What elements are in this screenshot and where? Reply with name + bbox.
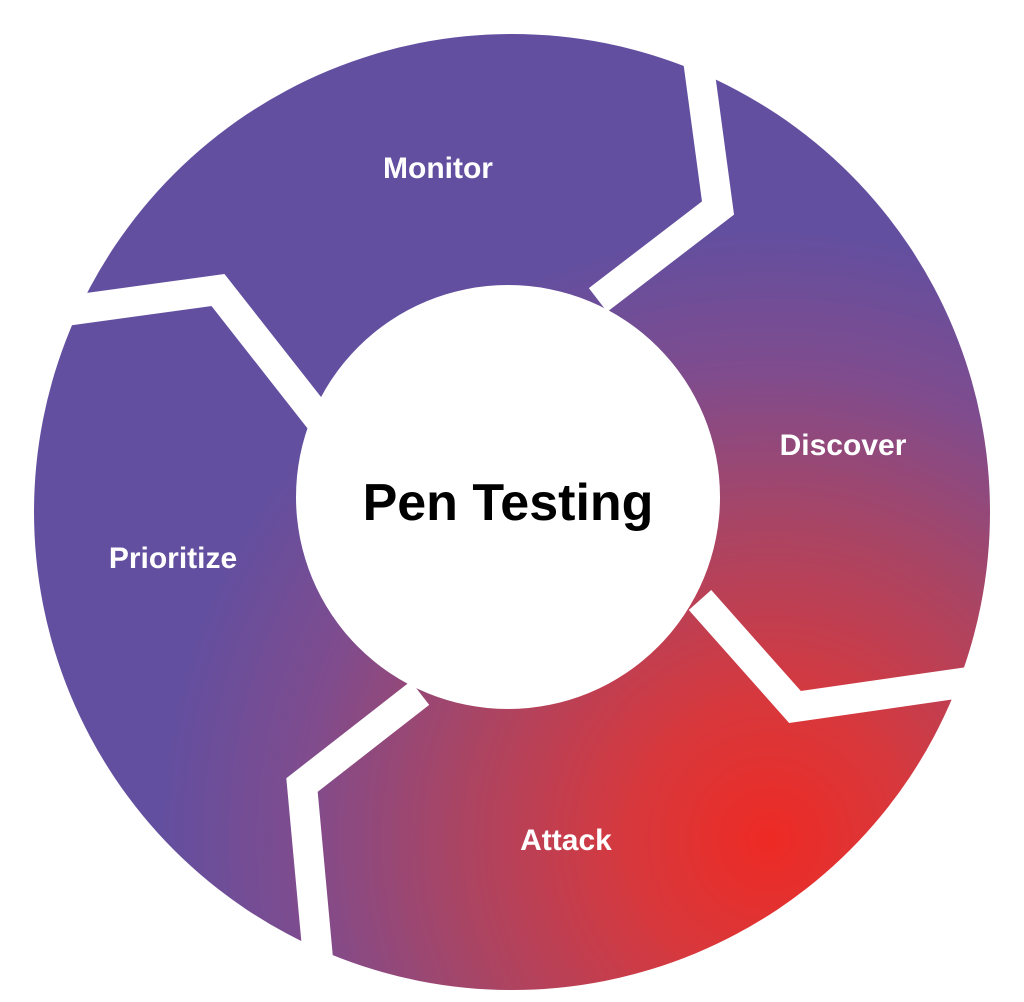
stage-label-prioritize: Prioritize (109, 542, 237, 575)
stage-label-monitor: Monitor (383, 152, 493, 185)
separator-prioritize-monitor (0, 273, 332, 430)
separator-discover-attack (688, 590, 1024, 723)
stage-label-discover: Discover (780, 429, 907, 462)
separator-monitor-discover (588, 0, 735, 312)
center-circle (296, 285, 720, 709)
stage-label-attack: Attack (520, 824, 612, 857)
separator-attack-prioritize (286, 681, 430, 1002)
center-title: Pen Testing (363, 474, 654, 532)
